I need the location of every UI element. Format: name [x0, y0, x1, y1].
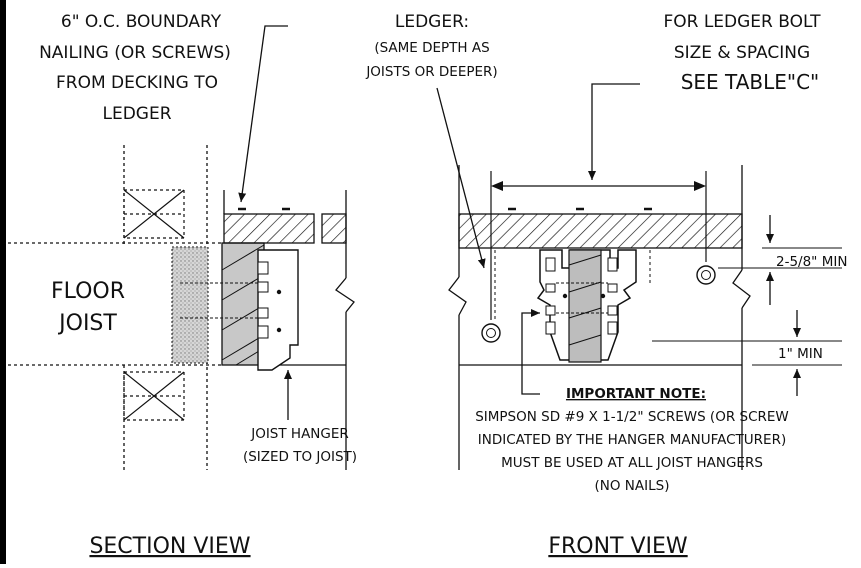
front-view: 2-5/8" MIN 1" MIN LEDGER: (SAME DEPTH AS…: [365, 12, 847, 559]
nailing-label-line-1: 6" O.C. BOUNDARY: [61, 12, 222, 32]
front-joist: [568, 249, 602, 363]
section-view-title: SECTION VIEW: [89, 534, 250, 559]
ledger-label: LEDGER:: [395, 12, 469, 32]
front-ledger: [458, 213, 743, 249]
dim-bottom-label: 1" MIN: [778, 346, 823, 362]
floor-joist-label-2: JOIST: [57, 311, 117, 336]
section-hanger: [257, 249, 299, 371]
ledger-sub-1: (SAME DEPTH AS: [374, 40, 489, 56]
important-note-heading: IMPORTANT NOTE:: [566, 386, 706, 402]
front-view-title: FRONT VIEW: [548, 534, 688, 559]
note-line-1: SIMPSON SD #9 X 1-1/2" SCREWS (OR SCREW: [475, 409, 789, 425]
bolt-label-3: SEE TABLE"C": [681, 70, 820, 94]
dim-top-label: 2-5/8" MIN: [776, 254, 847, 270]
lower-bracing: [123, 371, 185, 421]
section-decking: [223, 213, 315, 244]
rim-board: [171, 246, 209, 364]
upper-bracing: [123, 189, 185, 239]
bolt-left: [481, 323, 501, 343]
bolt-label-2: SIZE & SPACING: [674, 43, 810, 63]
note-line-3: MUST BE USED AT ALL JOIST HANGERS: [501, 455, 763, 471]
joist-hanger-label: JOIST HANGER: [250, 426, 349, 442]
joist-hanger-sub: (SIZED TO JOIST): [243, 449, 357, 465]
bolt-right: [696, 265, 716, 285]
nailing-label-line-3: FROM DECKING TO: [56, 73, 218, 93]
nailing-label-line-2: NAILING (OR SCREWS): [39, 43, 231, 63]
section-view: 6" O.C. BOUNDARY NAILING (OR SCREWS) FRO…: [8, 12, 357, 559]
ledger-sub-2: JOISTS OR DEEPER): [365, 64, 497, 80]
section-ledger: [221, 242, 265, 366]
note-line-2: INDICATED BY THE HANGER MANUFACTURER): [478, 432, 786, 448]
left-edge-bar: [0, 0, 6, 564]
note-line-4: (NO NAILS): [595, 478, 670, 494]
bolt-label-1: FOR LEDGER BOLT: [663, 12, 821, 32]
nailing-label-line-4: LEDGER: [102, 104, 171, 124]
floor-joist-label-1: FLOOR: [51, 279, 125, 304]
